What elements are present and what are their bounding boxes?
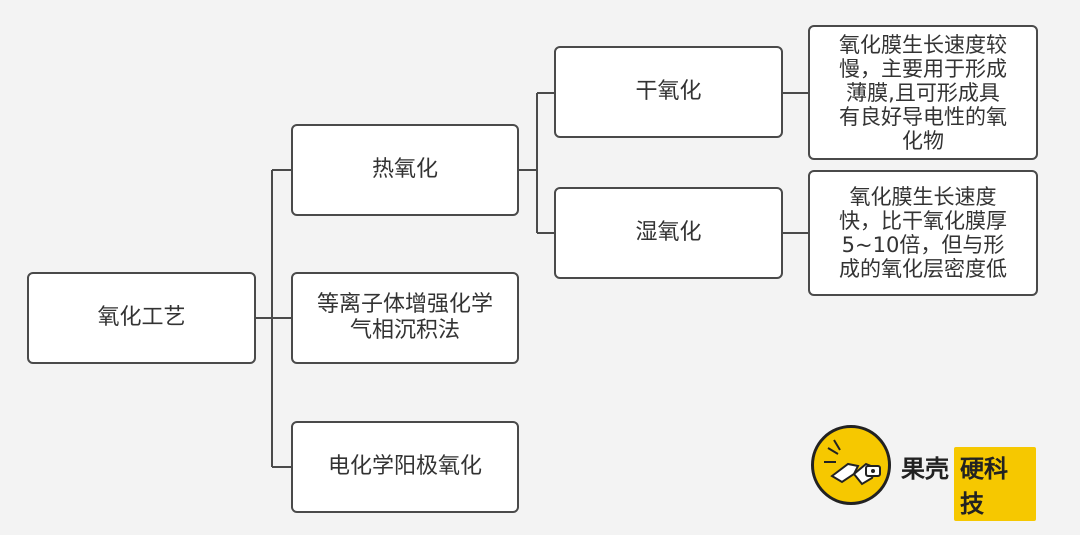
note-dry-oxidation: 氧化膜生长速度较 慢，主要用于形成 薄膜,且可形成具 有良好导电性的氧 化物 [808, 25, 1038, 160]
child-label: 干氧化 [635, 79, 702, 104]
note-wet-oxidation: 氧化膜生长速度 快，比干氧化膜厚 5~10倍，但与形 成的氧化层密度低 [808, 170, 1038, 296]
note-line: 5~10倍，但与形 [841, 233, 1005, 257]
note-line: 氧化膜生长速度较 [839, 32, 1007, 57]
note-line: 成的氧化层密度低 [839, 257, 1007, 281]
note-line: 氧化膜生长速度 [849, 185, 997, 209]
branch-label-line: 等离子体增强化学 [316, 292, 493, 317]
root-node: 氧化工艺 [27, 272, 256, 364]
logo-handshake-icon [811, 425, 891, 505]
brand-logo: 果壳 硬科技 [811, 425, 1036, 521]
branch-label: 电化学阳极氧化 [327, 454, 482, 479]
branch-label-line: 气相沉积法 [349, 318, 460, 343]
child-dry-oxidation: 干氧化 [554, 46, 783, 138]
child-wet-oxidation: 湿氧化 [554, 187, 783, 279]
branch-label: 热氧化 [371, 157, 438, 182]
logo-badge: 硬科技 [954, 447, 1036, 521]
branch-pecvd: 等离子体增强化学 气相沉积法 [291, 272, 519, 364]
branch-anodic-oxidation: 电化学阳极氧化 [291, 421, 519, 513]
root-label: 氧化工艺 [97, 305, 186, 330]
note-line: 薄膜,且可形成具 [846, 80, 1000, 105]
branch-thermal-oxidation: 热氧化 [291, 124, 519, 216]
logo-name: 果壳 [901, 455, 949, 483]
child-label: 湿氧化 [635, 220, 702, 245]
note-line: 快，比干氧化膜厚 [839, 209, 1007, 233]
note-line: 慢，主要用于形成 [839, 56, 1007, 81]
note-line: 有良好导电性的氧 [839, 104, 1007, 129]
note-line: 化物 [902, 128, 944, 153]
